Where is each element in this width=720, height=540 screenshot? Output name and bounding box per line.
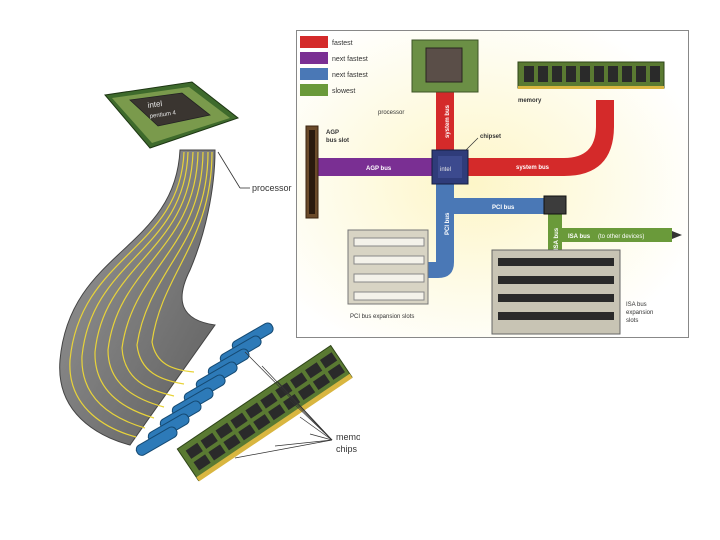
system-bus-vertical-label: system bus: [445, 104, 451, 138]
processor-label: processor: [252, 183, 292, 193]
pci-expansion-slots: [347, 229, 429, 305]
legend-label-next-fastest-1: next fastest: [332, 56, 368, 63]
cpu-brand-text: intel: [147, 99, 163, 110]
isa-expansion-slots: [491, 249, 621, 335]
pci-bus-vertical-label: PCI bus: [445, 212, 451, 235]
isa-bus-label: ISA bus: [568, 234, 591, 240]
agp-slot: [305, 125, 319, 219]
processor-pointer-line: [217, 151, 241, 189]
processor-label: processor: [378, 110, 404, 116]
agp-bus-path: [318, 158, 438, 176]
highway-road: [59, 149, 216, 446]
memory-stick: [517, 61, 665, 89]
memory-module: [176, 344, 353, 482]
pci-bus-paths: [426, 176, 554, 278]
legend-swatch-next-fastest-1: [300, 52, 328, 64]
isa-bus-vertical-label: ISA bus: [554, 227, 560, 250]
chipset-chip: [431, 149, 469, 185]
pci-bus-label: PCI bus: [492, 205, 515, 211]
pc-bus-diagram: fastest next fastest next fastest slowes…: [296, 30, 689, 338]
legend-swatch-fastest: [300, 36, 328, 48]
chipset-label: chipset: [480, 134, 501, 140]
legend-label-next-fastest-2: next fastest: [332, 72, 368, 79]
legend: fastest next fastest next fastest slowes…: [300, 36, 368, 96]
chipset-chip-text: intel: [440, 167, 451, 173]
isa-bus-paths: [548, 210, 682, 252]
chipset-pointer-line: [465, 137, 479, 151]
agp-slot-label-line1: AGP: [326, 130, 339, 136]
legend-label-fastest: fastest: [332, 40, 353, 47]
pci-slots-label: PCI bus expansion slots: [350, 314, 414, 320]
agp-slot-label-line2: bus slot: [326, 138, 349, 144]
memory-chips-pointer-lines: [234, 351, 333, 459]
processor-chip: intel pentium 4: [104, 81, 240, 149]
processor-memory-illustration: intel pentium 4 processor: [59, 81, 360, 482]
system-bus-label: system bus: [516, 165, 550, 171]
pci-isa-bridge-chip: [543, 195, 567, 215]
legend-label-slowest: slowest: [332, 88, 355, 95]
cpu-model-text: pentium 4: [149, 110, 177, 120]
legend-swatch-next-fastest-2: [300, 68, 328, 80]
isa-slots-label-line2: expansion: [626, 310, 653, 316]
isa-slots-label-line3: slots: [626, 318, 638, 324]
legend-swatch-slowest: [300, 84, 328, 96]
memory-chips-label-line1: memory: [336, 432, 360, 442]
other-devices-label: (to other devices): [598, 234, 644, 240]
isa-slots-label-line1: ISA bus: [626, 302, 647, 308]
memory-label: memory: [518, 98, 542, 104]
memory-chips-label-line2: chips: [336, 444, 358, 454]
bus-cars: [135, 322, 274, 456]
agp-bus-label: AGP bus: [366, 166, 392, 172]
processor-socket: [411, 39, 479, 93]
